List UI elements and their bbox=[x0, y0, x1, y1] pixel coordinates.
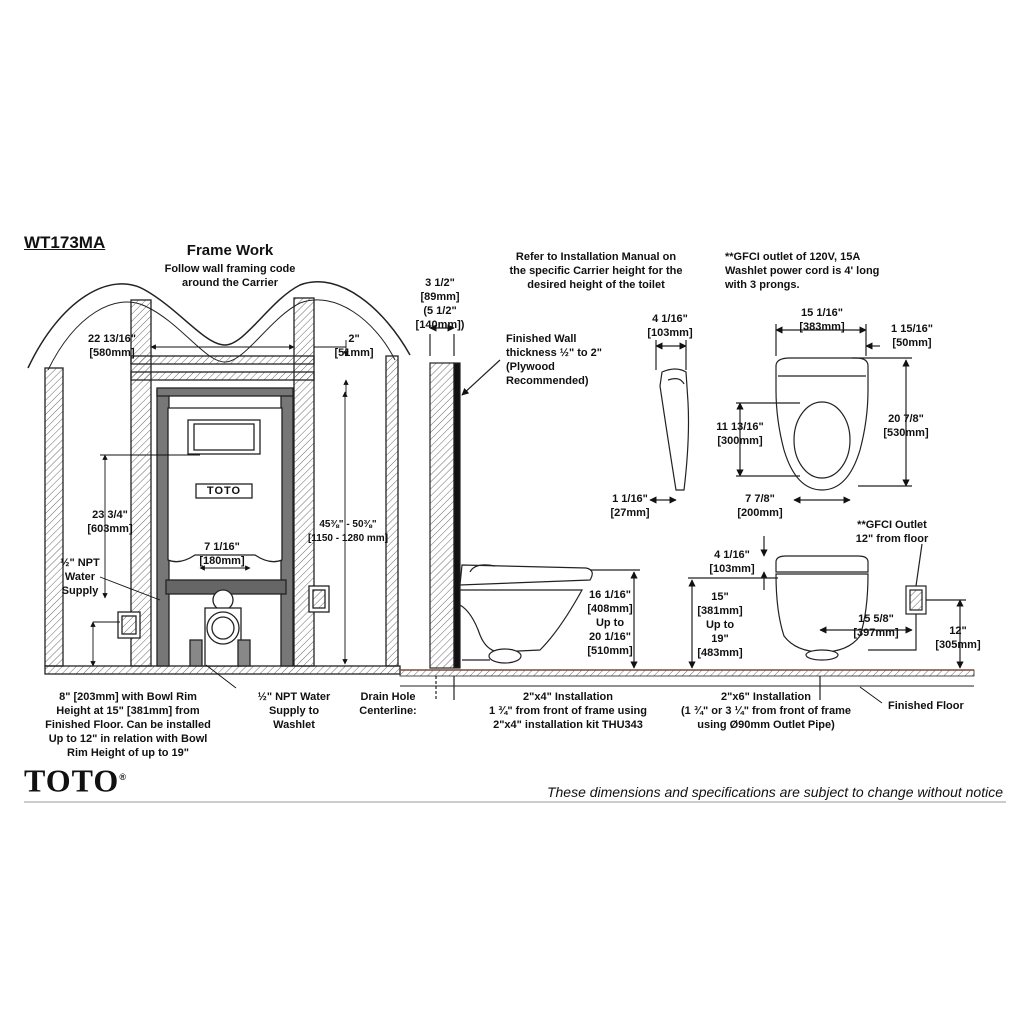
gfci-power-note: **GFCI outlet of 120V, 15A Washlet power… bbox=[725, 251, 880, 291]
frame-work-title: Frame Work bbox=[186, 242, 274, 259]
dim-seat-depth-front: 4 1/16" [103mm] bbox=[709, 549, 755, 575]
dim-seat-length: 20 7/8" [530mm] bbox=[883, 413, 929, 439]
dim-bowl-height-side: 16 1/16" [408mm] Up to 20 1/16" [510mm] bbox=[587, 589, 633, 657]
dim-center-offset: 7 1/16" [180mm] bbox=[199, 541, 245, 567]
dim-frame-width: 22 13/16" [580mm] bbox=[87, 333, 137, 359]
finished-wall-note: Finished Wall thickness ½" to 2" (Plywoo… bbox=[506, 333, 603, 387]
dim-lid-depth: 4 1/16" [103mm] bbox=[647, 313, 693, 339]
frame-dimension-lines bbox=[90, 340, 349, 689]
install-2x6-note: 2"x6" Installation (1 ¾" or 3 ¼" from fr… bbox=[681, 691, 851, 731]
dim-tank-height: 23 3/4" [603mm] bbox=[87, 509, 133, 535]
bowl-rim-note: 8" [203mm] with Bowl Rim Height at 15" [… bbox=[45, 691, 211, 759]
finished-floor-label: Finished Floor bbox=[888, 700, 964, 712]
dim-opening-width: 7 7/8" [200mm] bbox=[737, 493, 783, 519]
seat-views-drawing bbox=[649, 324, 912, 504]
finished-floor-line bbox=[399, 669, 975, 704]
install-2x4-note: 2"x4" Installation 1 ¾" from front of fr… bbox=[488, 691, 648, 731]
gfci-outlet-label: **GFCI Outlet 12" from floor bbox=[855, 519, 929, 545]
dim-hinge: 1 15/16" [50mm] bbox=[891, 323, 933, 349]
tank-logo-label: TOTO bbox=[206, 485, 242, 497]
drain-hole-label: Drain Hole Centerline: bbox=[359, 691, 417, 717]
npt-washlet-label: ½" NPT Water Supply to Washlet bbox=[257, 691, 331, 731]
disclaimer-text: These dimensions and specifications are … bbox=[546, 784, 1003, 800]
front-view-drawing bbox=[688, 536, 966, 700]
dim-seat-width: 15 1/16" [383mm] bbox=[799, 307, 845, 333]
side-view-drawing bbox=[429, 324, 640, 700]
frame-work-drawing bbox=[27, 281, 411, 675]
registered-mark: ® bbox=[119, 772, 127, 782]
npt-water-supply-label: ½" NPT Water Supply bbox=[60, 557, 100, 597]
dim-outlet-height: 12" [305mm] bbox=[935, 625, 981, 651]
dim-lid-offset: 1 1/16" [27mm] bbox=[610, 493, 650, 519]
dim-carrier-range: 45⅜" - 50⅜" [1150 - 1280 mm] bbox=[307, 519, 389, 544]
brand-logo: TOTO® bbox=[24, 760, 127, 798]
dim-top-gap: 2" [51mm] bbox=[334, 333, 374, 359]
dim-rim-height-front: 15" [381mm] Up to 19" [483mm] bbox=[697, 591, 743, 659]
dim-seat-opening: 11 13/16" [300mm] bbox=[716, 421, 764, 447]
refer-manual-note: Refer to Installation Manual on the spec… bbox=[509, 251, 683, 291]
model-number: WT173MA bbox=[24, 233, 106, 252]
dim-wall-depth: 3 1/2" [89mm] (5 1/2" [140mm]) bbox=[415, 277, 465, 331]
frame-work-subtitle: Follow wall framing code around the Carr… bbox=[164, 263, 296, 289]
dim-outlet-offset: 15 5/8" [397mm] bbox=[853, 613, 899, 639]
brand-logo-text: TOTO bbox=[24, 762, 120, 799]
